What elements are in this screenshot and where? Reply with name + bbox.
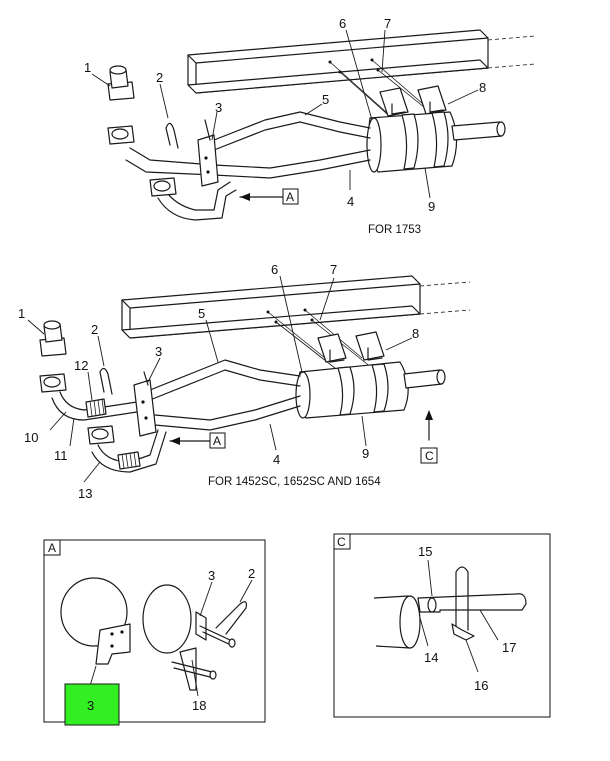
middle-view: 1 2 3 5 6 7 8 12 10 11 13 4 9 A C FOR 14… (18, 262, 471, 501)
callout-3-highlighted[interactable]: 3 (87, 698, 94, 713)
callout-7: 7 (384, 16, 391, 31)
callout-4: 4 (347, 194, 354, 209)
callout-2-detail-a: 2 (248, 566, 255, 581)
detail-a: A 3 2 18 3 (43, 539, 266, 726)
callout-6: 6 (339, 16, 346, 31)
callout-10-mid: 10 (24, 430, 38, 445)
callout-2-mid: 2 (91, 322, 98, 337)
callout-18-detail-a: 18 (192, 698, 206, 713)
callout-3-detail-a: 3 (208, 568, 215, 583)
view-a-arrow-top (239, 188, 299, 205)
callout-14: 14 (424, 650, 438, 665)
highlight-callout-3[interactable] (64, 683, 120, 726)
callout-11-mid: 11 (54, 448, 68, 463)
callout-3-mid: 3 (155, 344, 162, 359)
bracket-plate (95, 623, 131, 665)
callout-8-mid: 8 (412, 326, 419, 341)
callout-12-mid: 12 (74, 358, 88, 373)
view-ref-c: C (425, 449, 434, 463)
callout-8: 8 (479, 80, 486, 95)
muffler-middle (295, 361, 446, 419)
pipe-bracket-top (197, 119, 219, 187)
manifold-flanges-top (107, 65, 177, 197)
caption-middle: FOR 1452SC, 1652SC AND 1654 (208, 476, 381, 488)
callout-16: 16 (474, 678, 488, 693)
view-a-arrow-middle (169, 432, 226, 449)
callout-5: 5 (322, 92, 329, 107)
bolts-middle (266, 308, 373, 373)
frame-rail-middle (121, 275, 471, 339)
tailpipe-clamp (455, 566, 469, 631)
top-view: 1 2 3 5 6 7 8 4 9 A FOR 1753 (84, 16, 536, 236)
callout-9-mid: 9 (362, 446, 369, 461)
callout-5-mid: 5 (198, 306, 205, 321)
manifold-flanges-middle (39, 320, 115, 445)
pipe-end-small (142, 584, 192, 654)
callout-1-mid: 1 (18, 306, 25, 321)
detail-c: C 15 14 17 16 (333, 533, 551, 718)
callout-1: 1 (84, 60, 91, 75)
exhaust-pipes-top (125, 111, 371, 221)
leaders-middle (27, 275, 413, 483)
leaders-top (91, 29, 479, 199)
muffler-clamps-top (379, 85, 447, 117)
callout-7-mid: 7 (330, 262, 337, 277)
tailpipe-detail (417, 593, 527, 613)
u-bolt-clamp-middle (99, 367, 113, 395)
muffler-clamps-middle (317, 331, 385, 363)
muffler-top (366, 111, 506, 173)
u-bolt-detail (215, 601, 247, 635)
callout-13-mid: 13 (78, 486, 92, 501)
view-c-arrow (420, 410, 438, 464)
callout-15: 15 (418, 544, 432, 559)
flex-bellows (85, 398, 141, 470)
callout-17: 17 (502, 640, 516, 655)
view-ref-a-mid: A (213, 434, 221, 448)
caption-top: FOR 1753 (368, 224, 421, 236)
detail-c-label: C (337, 535, 346, 549)
callout-4-mid: 4 (273, 452, 280, 467)
callout-3: 3 (215, 100, 222, 115)
callout-2: 2 (156, 70, 163, 85)
pipe-bracket-middle (133, 371, 157, 437)
detail-a-label: A (48, 541, 56, 555)
callout-6-mid: 6 (271, 262, 278, 277)
frame-rail-top (187, 29, 536, 94)
view-ref-a: A (286, 190, 294, 204)
callout-9: 9 (428, 199, 435, 214)
u-bolt-clamp-top (165, 122, 179, 149)
